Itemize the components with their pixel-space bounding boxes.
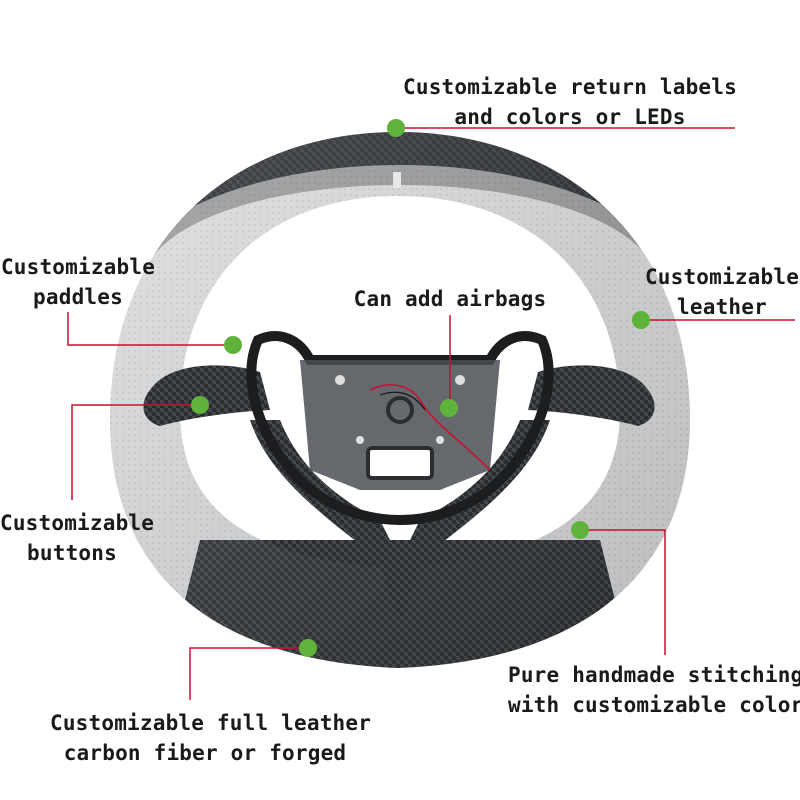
callout-stitching-line1: Pure handmade stitching [508, 663, 800, 687]
callout-paddles: Customizable paddles [0, 252, 156, 312]
callout-leather: Customizable leather [644, 262, 800, 322]
dot-leather [632, 311, 650, 329]
callout-return-labels-line2: and colors or LEDs [454, 105, 686, 129]
center-marker [393, 172, 401, 188]
callout-buttons: Customizable buttons [0, 508, 155, 568]
callout-buttons-line1: Customizable [0, 511, 155, 535]
dot-paddles [224, 336, 242, 354]
dot-return-labels [387, 119, 405, 137]
dot-stitching [571, 521, 589, 539]
callout-leather-line2: leather [677, 295, 767, 319]
callout-lines [67, 127, 795, 700]
callout-stitching: Pure handmade stitching with customizabl… [508, 660, 800, 720]
callout-line-buttons [71, 404, 200, 500]
callout-return-labels: Customizable return labels and colors or… [395, 72, 745, 132]
callout-buttons-line2: buttons [27, 541, 117, 565]
callout-dots [191, 119, 650, 657]
dot-buttons [191, 396, 209, 414]
callout-leather-line1: Customizable [644, 265, 800, 289]
callout-return-labels-line1: Customizable return labels [403, 75, 737, 99]
callout-line-paddles [67, 312, 232, 346]
callout-airbags-line1: Can add airbags [353, 287, 547, 311]
callout-full-leather: Customizable full leather carbon fiber o… [50, 708, 372, 768]
dot-full-leather [299, 639, 317, 657]
callout-stitching-line2: with customizable colors [508, 693, 800, 717]
callout-airbags: Can add airbags [340, 284, 560, 314]
dot-airbags [440, 399, 458, 417]
callout-full-leather-line2: carbon fiber or forged [63, 741, 347, 765]
callout-paddles-line2: paddles [33, 285, 123, 309]
callout-line-stitching [580, 529, 666, 655]
callout-full-leather-line1: Customizable full leather [50, 711, 372, 735]
callout-line-full-leather [189, 647, 308, 700]
callout-paddles-line1: Customizable [0, 255, 156, 279]
